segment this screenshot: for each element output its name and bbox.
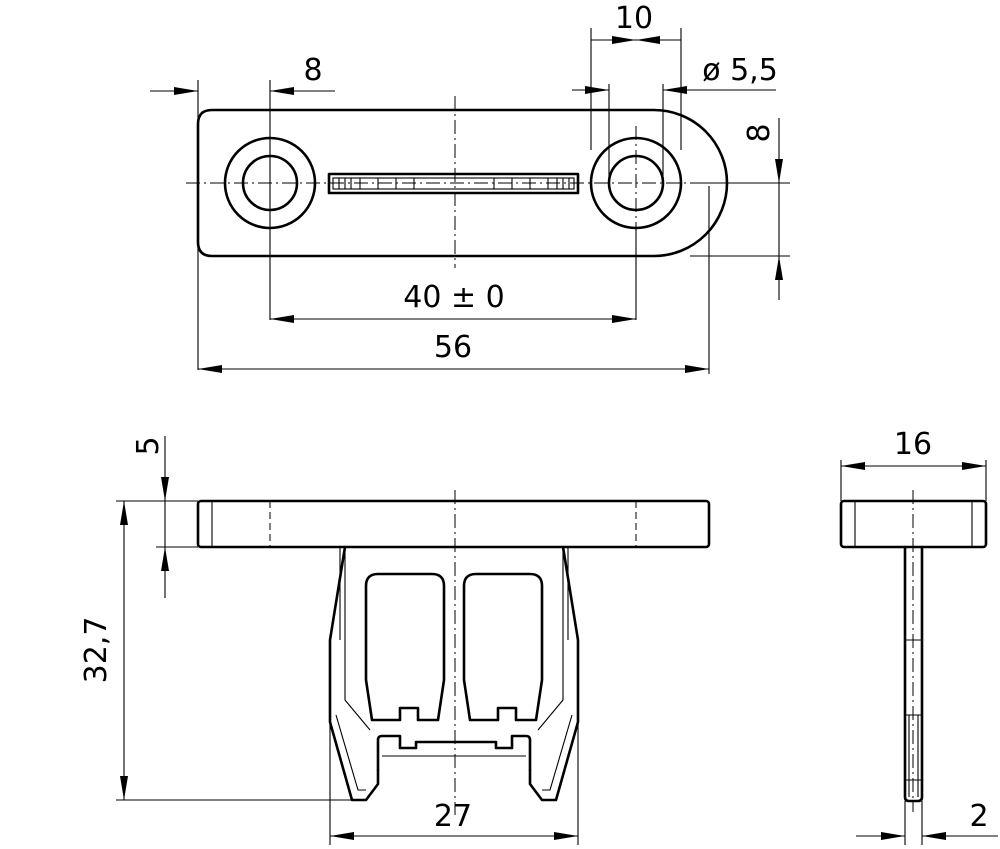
dim-total-height-label: 32,7 [79,617,114,684]
dim-plate-width: 16 [840,427,987,501]
dim-tongue-thickness-label: 2 [969,799,988,834]
dim-total-height: 32,7 [79,501,352,801]
dim-ref-8-label: 8 [303,53,322,88]
top-view: 8 10 ø 5,5 8 [150,1,790,374]
dim-height-8-label: 8 [742,123,777,142]
dim-center-distance: 40 ± 0 [270,228,637,323]
clip-left-window [364,572,446,722]
dim-clip-width-label: 27 [434,799,472,834]
side-tongue [903,545,924,803]
dim-tongue-thickness: 2 [856,799,998,845]
clip-right-window [462,572,544,722]
dim-center-distance-label: 40 ± 0 [403,280,504,315]
side-view: 16 2 [839,427,998,845]
dim-hole-spacing-10-label: 10 [615,1,653,36]
clip-crossbar [376,734,532,772]
dim-plate-thickness-label: 5 [131,436,166,455]
clip-left-leg [328,545,380,802]
clip-right-leg [528,545,580,802]
dim-ref-8: 8 [150,53,335,370]
front-view: 5 32,7 27 [79,436,711,845]
dim-overall-length-label: 56 [434,330,472,365]
front-plate [196,499,711,549]
dim-plate-thickness: 5 [116,436,198,598]
dim-height-8: 8 [690,118,790,300]
dim-plate-width-label: 16 [894,427,932,462]
dim-hole-diameter: ø 5,5 [572,53,778,183]
dim-hole-diameter-label: ø 5,5 [702,53,778,88]
dim-overall-length: 56 [198,186,710,374]
dim-clip-width: 27 [329,725,579,845]
